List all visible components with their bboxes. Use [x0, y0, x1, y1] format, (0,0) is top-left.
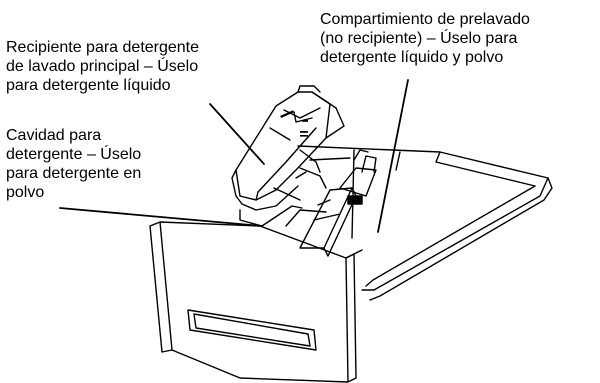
callout-prewash-line-3: detergente líquido y polvo [320, 49, 504, 66]
liquid-detergent-container [231, 85, 345, 211]
powder-cavity-walls [239, 167, 327, 227]
leader-cavity [59, 207, 263, 227]
callout-cavity-line-1: Cavidad para [6, 127, 102, 144]
callout-main-wash-container: Recipiente para detergente de lavado pri… [6, 38, 199, 95]
drawer-tray [297, 145, 553, 301]
callout-prewash-line-2: (no recipiente) – Úselo para [320, 30, 518, 47]
leader-lines [59, 79, 409, 233]
callout-cavity-line-3: para detergente en [6, 165, 142, 182]
siphon-cap [339, 149, 377, 205]
leader-main-wash [209, 103, 265, 165]
drawer-handle [187, 309, 317, 351]
callout-main-wash-line-2: de lavado principal – Úselo [6, 58, 199, 75]
callout-cavity-line-2: detergente – Úselo [6, 146, 142, 163]
callout-detergent-cavity: Cavidad para detergente – Úselo para det… [6, 126, 141, 202]
callout-prewash-line-1: Compartimiento de prelavado [320, 11, 530, 28]
container-label-marks [280, 110, 308, 137]
callout-main-wash-line-3: para detergente líquido [6, 77, 171, 94]
callout-main-wash-line-1: Recipiente para detergente [6, 39, 200, 56]
callout-prewash-compartment: Compartimiento de prelavado (no recipien… [320, 10, 530, 67]
callout-cavity-line-4: polvo [6, 184, 45, 201]
leader-prewash [377, 79, 409, 233]
drawer-front-panel [149, 221, 363, 383]
